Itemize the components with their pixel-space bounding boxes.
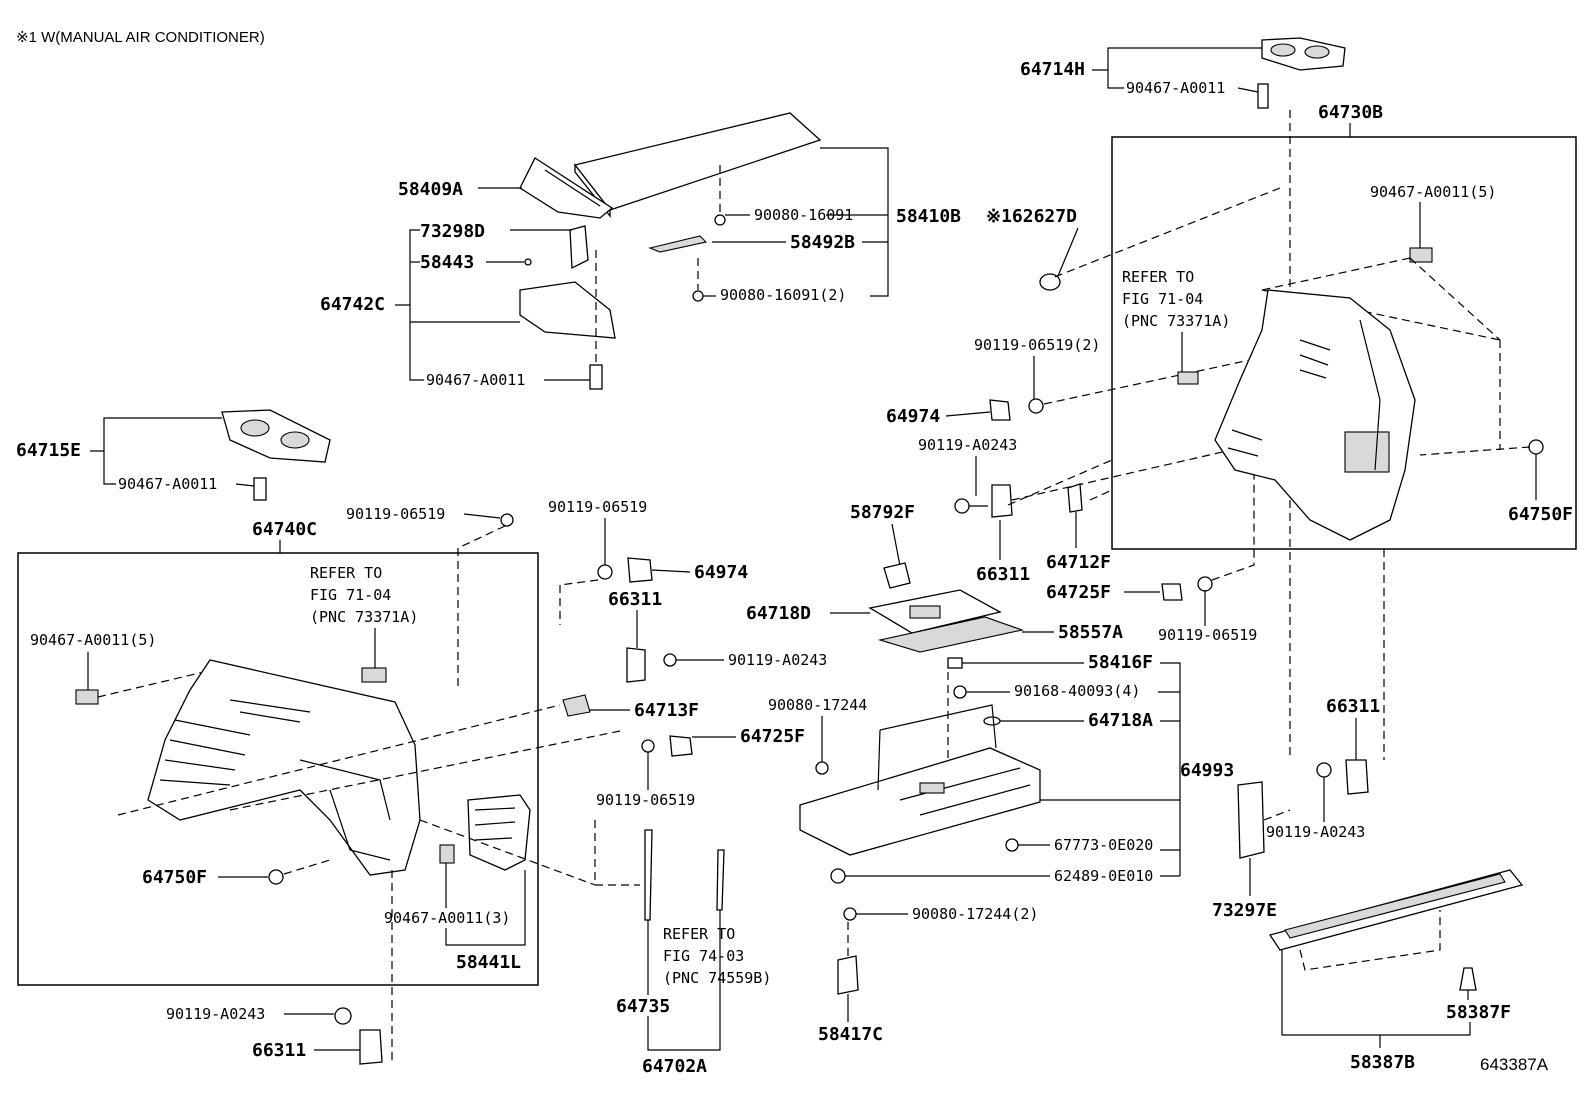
callout-64974-right[interactable]: 64974 <box>886 406 940 427</box>
callout-90467-3[interactable]: 90467-A0011(3) <box>384 909 510 927</box>
callout-90119-A0243-far[interactable]: 90119-A0243 <box>1266 823 1365 841</box>
header-note: ※1 W(MANUAL AIR CONDITIONER) <box>16 29 265 46</box>
callout-62489[interactable]: 62489-0E010 <box>1054 867 1153 885</box>
callout-58416F[interactable]: 58416F <box>1088 652 1153 673</box>
cup-holder-left <box>221 409 331 501</box>
callout-90467-5-right[interactable]: 90467-A0011(5) <box>1370 183 1496 201</box>
callout-73298D[interactable]: 73298D <box>420 221 485 242</box>
callout-66311-bot[interactable]: 66311 <box>252 1040 306 1061</box>
callout-58441L[interactable]: 58441L <box>456 952 521 973</box>
callout-64718D[interactable]: 64718D <box>746 603 811 624</box>
cup-holder-top-right <box>1257 37 1346 109</box>
callout-67773[interactable]: 67773-0E020 <box>1054 836 1153 854</box>
callout-64725F-mid[interactable]: 64725F <box>740 726 805 747</box>
callout-90080-a[interactable]: 90080-16091 <box>754 206 853 224</box>
callout-90467-5-left[interactable]: 90467-A0011(5) <box>30 631 156 649</box>
callout-66311-mid[interactable]: 66311 <box>608 589 662 610</box>
callout-90119-06519-b[interactable]: 90119-06519 <box>548 498 647 516</box>
callout-64712F[interactable]: 64712F <box>1046 552 1111 573</box>
callout-66311-far[interactable]: 66311 <box>1326 696 1380 717</box>
deck-board-assembly <box>519 112 822 219</box>
callout-64725F-r[interactable]: 64725F <box>1046 582 1111 603</box>
refer-right-1: REFER TO <box>1122 268 1194 286</box>
refer-right-3: (PNC 73371A) <box>1122 312 1230 330</box>
callout-58387B[interactable]: 58387B <box>1350 1052 1415 1073</box>
callout-64750F-right[interactable]: 64750F <box>1508 504 1573 525</box>
group-label-right[interactable]: 64730B <box>1318 102 1383 123</box>
deck-cover-64993 <box>799 704 1041 856</box>
refer-left-1: REFER TO <box>310 564 382 582</box>
callout-73297E[interactable]: 73297E <box>1212 900 1277 921</box>
callout-64715E[interactable]: 64715E <box>16 440 81 461</box>
callout-58492B[interactable]: 58492B <box>790 232 855 253</box>
bracket-64742C <box>519 225 616 390</box>
group-box-left <box>17 552 539 986</box>
refer-left-2: FIG 71-04 <box>310 586 391 604</box>
callout-64702A[interactable]: 64702A <box>642 1056 707 1077</box>
group-label-left[interactable]: 64740C <box>252 519 317 540</box>
callout-64993[interactable]: 64993 <box>1180 760 1234 781</box>
callout-64750F-left[interactable]: 64750F <box>142 867 207 888</box>
quarter-trim-panel-right <box>1214 289 1416 541</box>
callout-58387F[interactable]: 58387F <box>1446 1002 1511 1023</box>
callout-90119-06519-a[interactable]: 90119-06519 <box>346 505 445 523</box>
callout-62627D[interactable]: ※162627D <box>986 206 1077 227</box>
refer-right-2: FIG 71-04 <box>1122 290 1203 308</box>
callout-64713F[interactable]: 64713F <box>634 700 699 721</box>
callout-90119-A0243-bot[interactable]: 90119-A0243 <box>166 1005 265 1023</box>
callout-64742C[interactable]: 64742C <box>320 294 385 315</box>
callout-58792F[interactable]: 58792F <box>850 502 915 523</box>
callout-90467-left-cup[interactable]: 90467-A0011 <box>118 475 217 493</box>
callout-64718A[interactable]: 64718A <box>1088 710 1153 731</box>
refer-center-1: REFER TO <box>663 925 735 943</box>
figure-id: 643387A <box>1480 1055 1549 1074</box>
callout-90119-A0243-r[interactable]: 90119-A0243 <box>918 436 1017 454</box>
callout-58410B[interactable]: 58410B <box>896 206 961 227</box>
callout-58409A[interactable]: 58409A <box>398 179 463 200</box>
callout-58443[interactable]: 58443 <box>420 252 474 273</box>
refer-center-3: (PNC 74559B) <box>663 969 771 987</box>
callout-90080-17244[interactable]: 90080-17244 <box>768 696 867 714</box>
callout-90119-06519-2[interactable]: 90119-06519(2) <box>974 336 1100 354</box>
callout-90119-06519-c[interactable]: 90119-06519 <box>596 791 695 809</box>
callout-90467-mid[interactable]: 90467-A0011 <box>426 371 525 389</box>
callout-90080-17244-2[interactable]: 90080-17244(2) <box>912 905 1038 923</box>
callout-90119-A0243-mid[interactable]: 90119-A0243 <box>728 651 827 669</box>
scuff-plate-58387B <box>1268 869 1524 971</box>
callout-66311-r[interactable]: 66311 <box>976 564 1030 585</box>
callout-58557A[interactable]: 58557A <box>1058 622 1123 643</box>
callout-90467-top-right[interactable]: 90467-A0011 <box>1126 79 1225 97</box>
callout-64735[interactable]: 64735 <box>616 996 670 1017</box>
callout-58417C[interactable]: 58417C <box>818 1024 883 1045</box>
quarter-trim-panel-left <box>147 659 421 876</box>
refer-center-2: FIG 74-03 <box>663 947 744 965</box>
rear-panel-58441L <box>439 794 531 871</box>
callout-90080-b[interactable]: 90080-16091(2) <box>720 286 846 304</box>
callout-64974-mid[interactable]: 64974 <box>694 562 748 583</box>
group-box-right <box>1111 136 1577 550</box>
callout-90119-06519-d[interactable]: 90119-06519 <box>1158 626 1257 644</box>
callout-90168[interactable]: 90168-40093(4) <box>1014 682 1140 700</box>
refer-left-3: (PNC 73371A) <box>310 608 418 626</box>
callout-64714H[interactable]: 64714H <box>1020 59 1085 80</box>
